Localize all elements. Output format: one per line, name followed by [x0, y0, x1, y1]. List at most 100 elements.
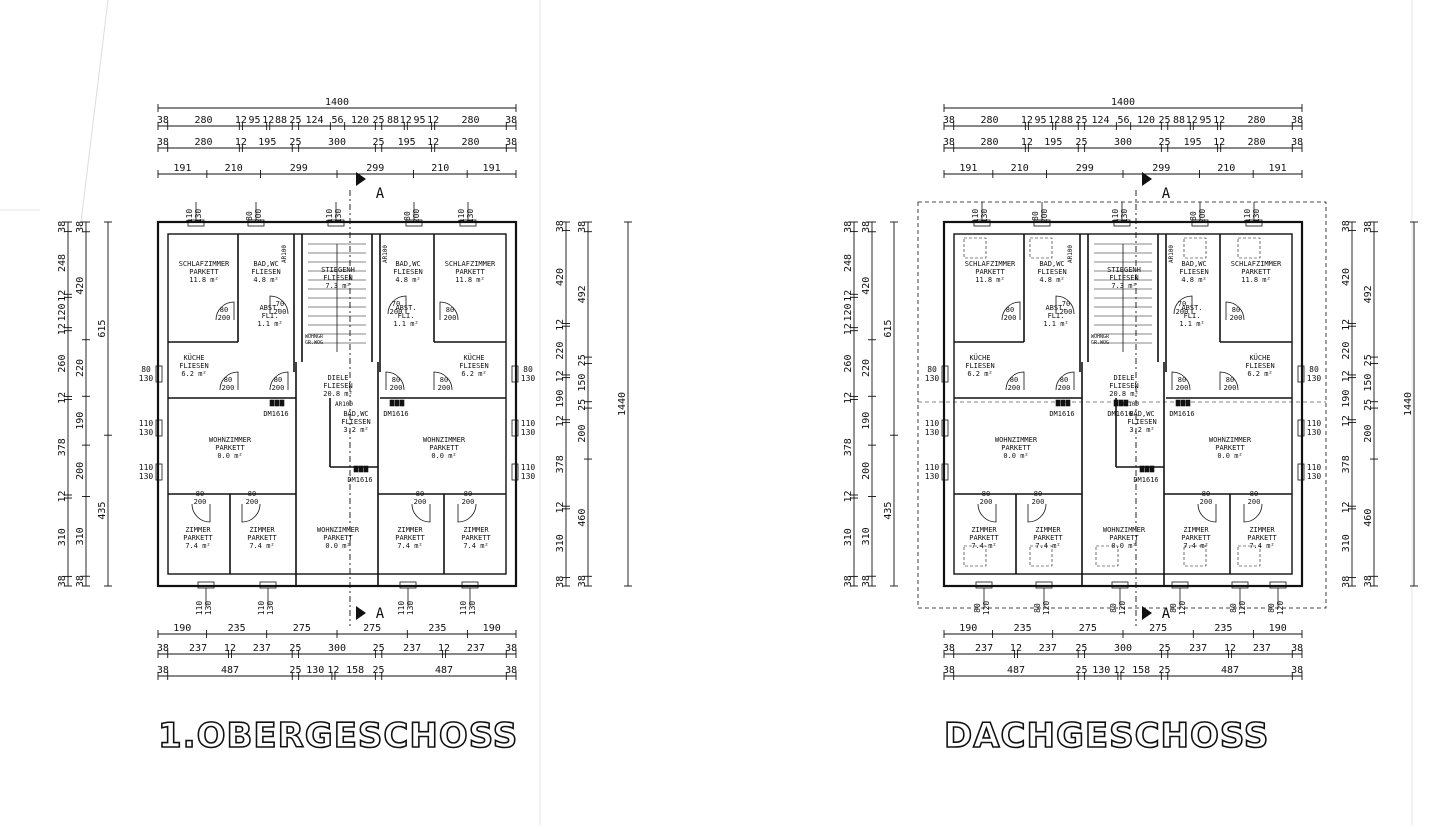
dimension-value: 38	[1291, 137, 1303, 148]
dimension-value: 12	[843, 323, 854, 335]
dimension-value: 1400	[325, 97, 349, 108]
dimension-value: 38	[577, 575, 588, 587]
dimension-value: 25	[1363, 354, 1374, 366]
window-label: 110130	[971, 209, 989, 224]
dimension-value: 190	[1269, 623, 1287, 634]
door-swing	[241, 503, 261, 523]
dimension-value: 12	[843, 392, 854, 404]
dimension-value: 220	[1341, 342, 1352, 360]
room-floor: FLIESEN	[1245, 362, 1275, 370]
misc-label: AR100	[1067, 245, 1074, 263]
dimension-value: 195	[258, 137, 276, 148]
dimension-value: 124	[1091, 115, 1109, 126]
dimension-value: 237	[1253, 643, 1271, 654]
room-area: 6.2 m²	[461, 370, 486, 378]
room-floor: PARKETT	[215, 444, 245, 452]
dimension-value: 25	[289, 115, 301, 126]
room-area: 1.1 m²	[257, 320, 282, 328]
door-swing	[269, 295, 289, 315]
vent-label: DM1616	[263, 410, 288, 418]
top-window: 110130	[185, 202, 205, 227]
room-name: KÜCHE	[1249, 353, 1270, 362]
misc-label: AR100	[335, 401, 353, 408]
window-frame	[511, 463, 519, 481]
room-name: ABST.	[1045, 304, 1066, 312]
room-name: BAD,WC	[343, 410, 368, 418]
dimension-value: 1400	[1111, 97, 1135, 108]
room-floor: PARKETT	[189, 268, 219, 276]
dimension-value: 300	[328, 643, 346, 654]
dimension-value: 130	[1092, 665, 1110, 676]
room-floor: PARKETT	[247, 534, 277, 542]
bottom-window: 80120	[1267, 581, 1287, 615]
room-name: ZIMMER	[249, 526, 275, 534]
room-area: 7.4 m²	[971, 542, 996, 550]
dimension-value: 12	[1341, 415, 1352, 427]
top-window: 110130	[457, 202, 477, 227]
vent-cell	[1055, 399, 1061, 407]
window-frame	[1297, 419, 1305, 437]
vent-cell	[1149, 465, 1155, 473]
dimension-value: 235	[228, 623, 246, 634]
room-abst_r: ABST.FLI.1.1 m²	[393, 304, 418, 328]
dimension-value: 435	[97, 502, 108, 520]
bottom-window: 80120	[1109, 581, 1129, 615]
dimension-value: 210	[431, 163, 449, 174]
dimension-value: 200	[1363, 425, 1374, 443]
door-swing	[191, 503, 211, 523]
vent-cell	[363, 465, 369, 473]
top-window: 110130	[1111, 202, 1131, 227]
misc-label: AR100	[281, 245, 288, 263]
dimension-value: 299	[366, 163, 384, 174]
door-swing	[1027, 503, 1047, 523]
vent-cell	[1065, 399, 1071, 407]
gable-box	[1029, 545, 1053, 567]
dimension-value: 38	[1291, 115, 1303, 126]
dimension-value: 158	[346, 665, 364, 676]
dimension-value: 300	[1114, 137, 1132, 148]
inner-wall	[953, 233, 1293, 575]
dimension-value: 12	[1213, 115, 1225, 126]
ventilation-dm: DM1616	[1133, 465, 1159, 484]
vent-label: DM1616	[383, 410, 408, 418]
dimension-value: 237	[403, 643, 421, 654]
vent-label: DM1616	[1107, 410, 1132, 418]
dimension-value: 38	[1341, 576, 1352, 588]
dimension-value: 487	[1007, 665, 1025, 676]
dimension-value: 12	[555, 319, 566, 331]
room-area: 7.4 m²	[463, 542, 488, 550]
dimension-value: 190	[555, 390, 566, 408]
dimension-value: 12	[57, 392, 68, 404]
dimension-value: 300	[328, 137, 346, 148]
dimension-value: 275	[293, 623, 311, 634]
dimension-value: 38	[555, 220, 566, 232]
dim-right-col3: 1440	[1403, 221, 1418, 587]
vent-cell	[1180, 399, 1186, 407]
dimension-value: 310	[57, 528, 68, 546]
dimension-value: 25	[373, 665, 385, 676]
room-name: KÜCHE	[183, 353, 204, 362]
window-frame	[941, 419, 949, 437]
dimension-value: 12	[438, 643, 450, 654]
dimension-value: 235	[1014, 623, 1032, 634]
dimension-value: 260	[57, 355, 68, 373]
plan-title-dachgeschoss: DACHGESCHOSS	[943, 715, 1270, 757]
dimension-value: 237	[975, 643, 993, 654]
room-area: 7.4 m²	[1183, 542, 1208, 550]
dimension-value: 280	[980, 115, 998, 126]
